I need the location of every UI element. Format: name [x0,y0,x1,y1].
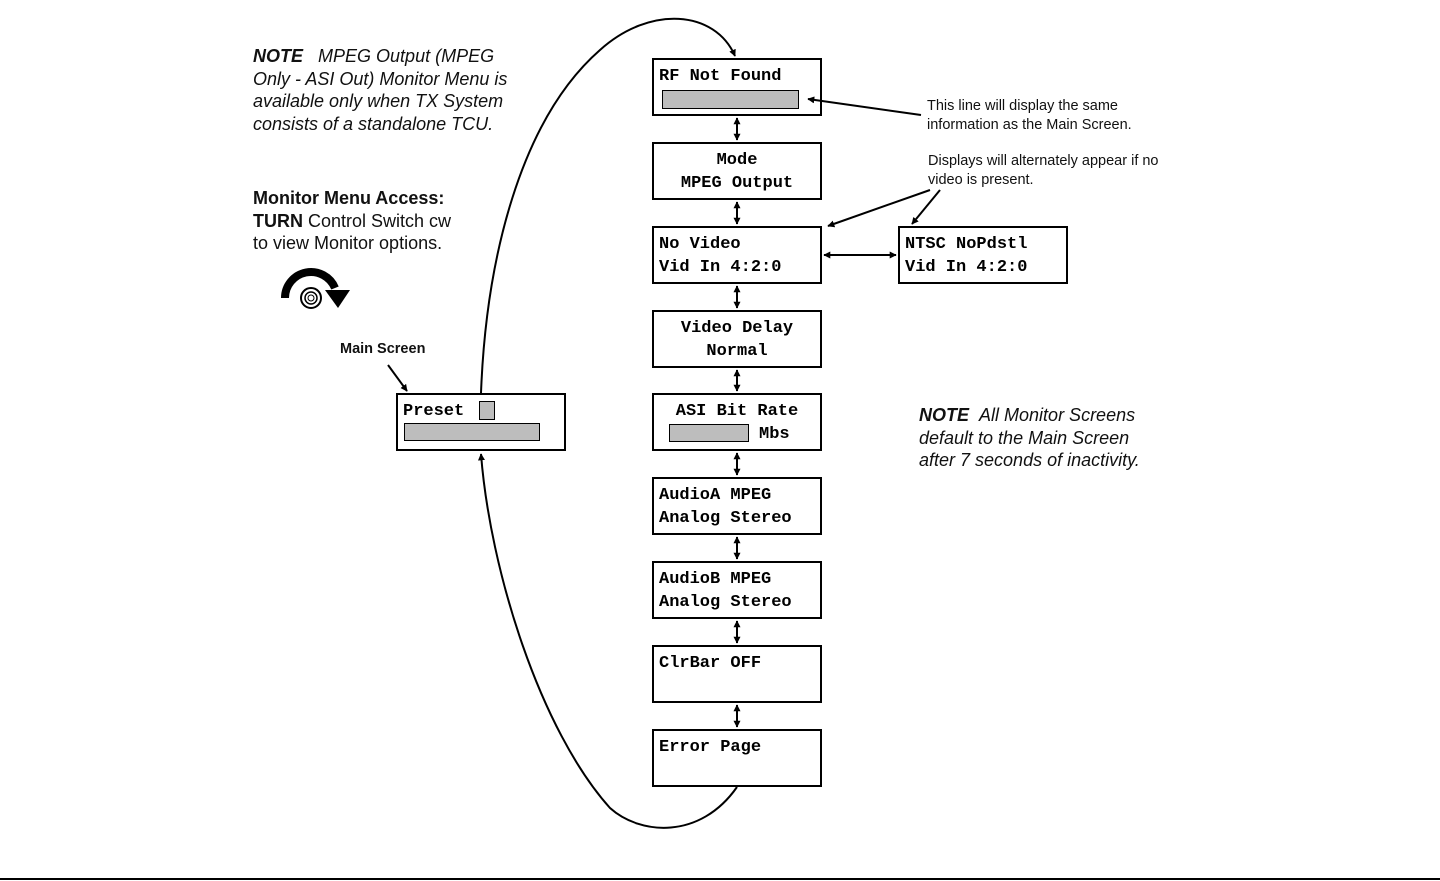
audio-a-line-2: Analog Stereo [659,509,792,528]
preset-number-field [479,401,495,420]
no-video-line-2: Vid In 4:2:0 [659,258,782,277]
clrbar-line-1: ClrBar OFF [659,654,762,673]
rf-info-field [662,90,799,109]
note-timeout: NOTE All Monitor Screens default to the … [919,404,1140,472]
video-delay-line-1: Video Delay [680,319,794,338]
monitor-menu-access: Monitor Menu Access: TURN Control Switch… [253,187,451,255]
callout-same-info-line-1: This line will display the same [927,98,1118,114]
bottom-rule [0,878,1440,880]
video-delay-line-2: Normal [706,342,768,361]
asi-bit-rate-screen: ASI Bit Rate Mbs [652,393,822,451]
rf-not-found-screen: RF Not Found [652,58,822,116]
mode-line-1: Mode [716,151,758,170]
callout-same-info: This line will display the same informat… [927,97,1132,135]
audio-a-screen: AudioA MPEG Analog Stereo [652,477,822,535]
pointer-alt-ntsc [911,189,941,225]
note-timeout-label: NOTE [919,405,970,425]
asi-rate-field [669,424,749,442]
access-line-2: Control Switch cw [303,210,452,231]
access-turn: TURN [253,210,303,231]
note-line-3: available only when TX System [253,91,504,111]
note-timeout-line-3: after 7 seconds of inactivity. [919,450,1140,470]
rotate-clockwise-icon [281,268,350,309]
pointer-main-screen [387,364,408,392]
note-standalone-tcu: NOTE MPEG Output (MPEG Only - ASI Out) M… [253,45,507,135]
mode-screen: Mode MPEG Output [652,142,822,200]
access-title: Monitor Menu Access: [253,188,445,208]
note-line-4: consists of a standalone TCU. [253,113,494,134]
video-delay-screen: Video Delay Normal [652,310,822,368]
ntsc-screen: NTSC NoPdstl Vid In 4:2:0 [898,226,1068,284]
no-video-screen: No Video Vid In 4:2:0 [652,226,822,284]
rf-status-line: RF Not Found [659,67,782,86]
callout-same-info-line-2: information as the Main Screen. [927,117,1132,133]
asi-unit: Mbs [759,425,790,444]
error-page-screen: Error Page [652,729,822,787]
access-line-3: to view Monitor options. [253,233,443,253]
note-timeout-line-1: All Monitor Screens [979,405,1136,425]
no-video-line-1: No Video [659,235,741,254]
ntsc-line-1: NTSC NoPdstl [905,235,1028,254]
note-line-1: MPEG Output (MPEG [318,46,495,66]
preset-label: Preset [403,402,465,421]
audio-a-line-1: AudioA MPEG [659,486,772,505]
preset-info-field [404,423,540,441]
note-timeout-line-2: default to the Main Screen [919,427,1130,448]
note-label: NOTE [253,46,304,66]
main-screen-label: Main Screen [340,341,426,357]
audio-b-line-2: Analog Stereo [659,593,792,612]
callout-alternate-line-1: Displays will alternately appear if no [928,153,1159,169]
callout-alternate-line-2: video is present. [928,172,1034,188]
loop-error-to-preset [477,453,738,829]
loop-preset-to-rf [480,17,736,394]
asi-line-1: ASI Bit Rate [675,402,799,421]
pointer-same-info [807,96,922,116]
note-line-2: Only - ASI Out) Monitor Menu is [253,68,508,89]
pointer-alt-novideo [827,189,931,228]
audio-b-line-1: AudioB MPEG [659,570,772,589]
callout-alternate: Displays will alternately appear if no v… [928,152,1159,190]
mode-line-2: MPEG Output [680,174,794,193]
ntsc-line-2: Vid In 4:2:0 [905,258,1028,277]
clrbar-screen: ClrBar OFF [652,645,822,703]
error-page-line-1: Error Page [659,738,762,757]
audio-b-screen: AudioB MPEG Analog Stereo [652,561,822,619]
preset-main-screen: Preset [396,393,566,451]
